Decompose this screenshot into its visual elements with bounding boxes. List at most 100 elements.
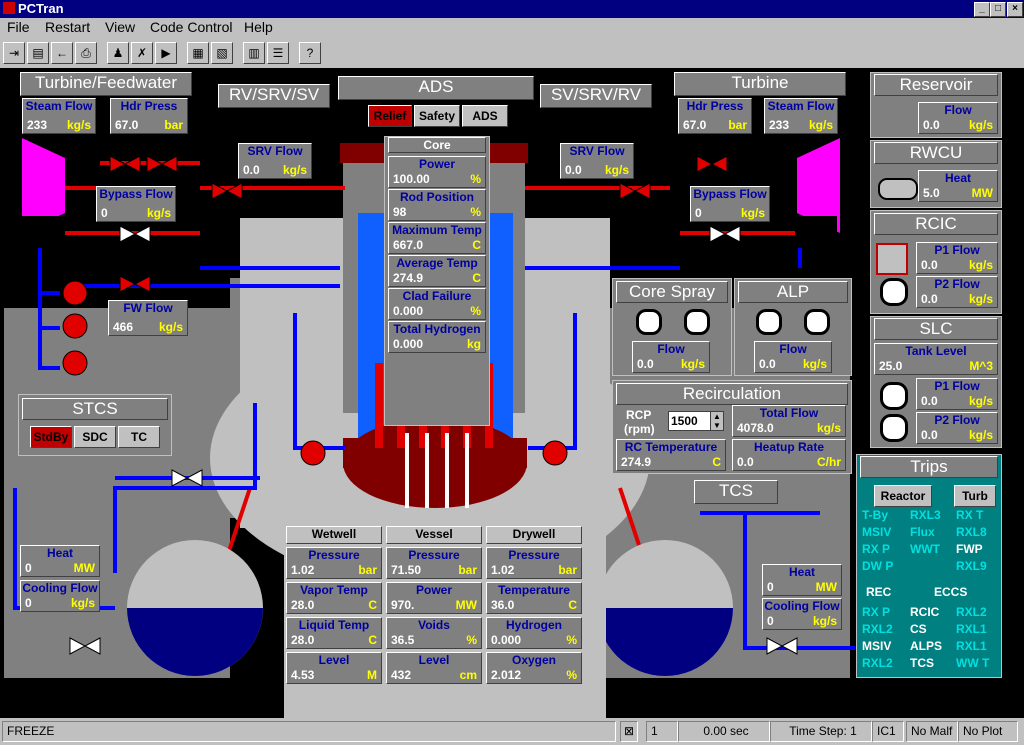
run-icon[interactable]: ♟ bbox=[107, 42, 129, 64]
minimize-button[interactable]: _ bbox=[974, 2, 990, 17]
eccs-title: ECCS bbox=[934, 585, 968, 599]
stcs-sdc-button[interactable]: SDC bbox=[74, 426, 116, 448]
rcp-speed-input[interactable]: 1500 bbox=[668, 411, 712, 431]
menu-restart[interactable]: Restart bbox=[45, 19, 91, 35]
trip-indicator: WW T bbox=[956, 656, 990, 670]
plot-icon[interactable]: ▦ bbox=[187, 42, 209, 64]
alp-pump1-icon[interactable] bbox=[756, 309, 782, 335]
stcs-standby-button[interactable]: StdBy bbox=[30, 426, 72, 448]
print-icon[interactable]: ⎙ bbox=[75, 42, 97, 64]
stcs-tc-button[interactable]: TC bbox=[118, 426, 160, 448]
trip-indicator: RXL9 bbox=[956, 559, 987, 573]
safety-button[interactable]: Safety bbox=[414, 105, 460, 127]
trip-indicator: RX T bbox=[956, 508, 984, 522]
recirculation-title: Recirculation bbox=[616, 383, 848, 405]
status-time: 0.00 sec bbox=[678, 721, 770, 742]
trip-indicator: RXL2 bbox=[862, 656, 893, 670]
trips-title: Trips bbox=[860, 456, 998, 478]
reactor-trip-button[interactable]: Reactor bbox=[874, 485, 932, 507]
rcic-pump2-icon[interactable] bbox=[880, 278, 908, 306]
list-icon[interactable]: ☰ bbox=[267, 42, 289, 64]
maximize-button[interactable]: □ bbox=[990, 2, 1006, 17]
menu-file[interactable]: File bbox=[7, 19, 30, 35]
slc-pump2-icon[interactable] bbox=[880, 414, 908, 442]
rcp-spinner[interactable]: ▲▼ bbox=[710, 411, 724, 431]
menu-view[interactable]: View bbox=[105, 19, 136, 35]
report-icon[interactable]: ▧ bbox=[211, 42, 233, 64]
turbine-feedwater-title: Turbine/Feedwater bbox=[20, 72, 192, 96]
trip-icon[interactable]: ▶ bbox=[155, 42, 177, 64]
rv-srv-sv-title: RV/SRV/SV bbox=[218, 84, 330, 108]
exit-icon[interactable]: ⇥ bbox=[3, 42, 25, 64]
trip-indicator: RXL3 bbox=[910, 508, 941, 522]
status-ic: IC1 bbox=[872, 721, 904, 742]
turbine-title: Turbine bbox=[674, 72, 846, 96]
alp-title: ALP bbox=[738, 281, 848, 303]
trip-indicator: MSIV bbox=[862, 525, 892, 539]
doc-icon[interactable]: ▥ bbox=[243, 42, 265, 64]
trip-indicator: WWT bbox=[910, 542, 940, 556]
rcic-title: RCIC bbox=[874, 213, 998, 235]
turbine-trip-button[interactable]: Turb bbox=[954, 485, 996, 507]
rcic-pump1-icon[interactable] bbox=[876, 243, 908, 275]
alp-pump2-icon[interactable] bbox=[804, 309, 830, 335]
status-icon[interactable]: ⊠ bbox=[620, 721, 638, 742]
relief-button[interactable]: Relief bbox=[368, 105, 412, 127]
back-icon[interactable]: ← bbox=[51, 42, 73, 64]
window-title: PCTran bbox=[18, 1, 64, 16]
trip-indicator: RX P bbox=[862, 605, 891, 619]
menu-code-control[interactable]: Code Control bbox=[150, 19, 233, 35]
trip-indicator: TCS bbox=[910, 656, 934, 670]
open-icon[interactable]: ▤ bbox=[27, 42, 49, 64]
trip-indicator: ALPS bbox=[910, 639, 943, 653]
trip-indicator: Flux bbox=[910, 525, 935, 539]
help-icon[interactable]: ? bbox=[299, 42, 321, 64]
slc-title: SLC bbox=[874, 318, 998, 340]
status-bar: FREEZE ⊠ 1 0.00 sec Time Step: 1 IC1 No … bbox=[0, 718, 1024, 745]
malfunction-icon[interactable]: ✗ bbox=[131, 42, 153, 64]
app-icon bbox=[3, 2, 15, 14]
reservoir-title: Reservoir bbox=[874, 74, 998, 96]
menu-help[interactable]: Help bbox=[244, 19, 273, 35]
ads-button[interactable]: ADS bbox=[462, 105, 508, 127]
close-button[interactable]: × bbox=[1007, 2, 1023, 17]
core-spray-pump1-icon[interactable] bbox=[636, 309, 662, 335]
status-step-count: 1 bbox=[646, 721, 678, 742]
core-spray-pump2-icon[interactable] bbox=[684, 309, 710, 335]
slc-pump1-icon[interactable] bbox=[880, 382, 908, 410]
trip-indicator: RX P bbox=[862, 542, 891, 556]
